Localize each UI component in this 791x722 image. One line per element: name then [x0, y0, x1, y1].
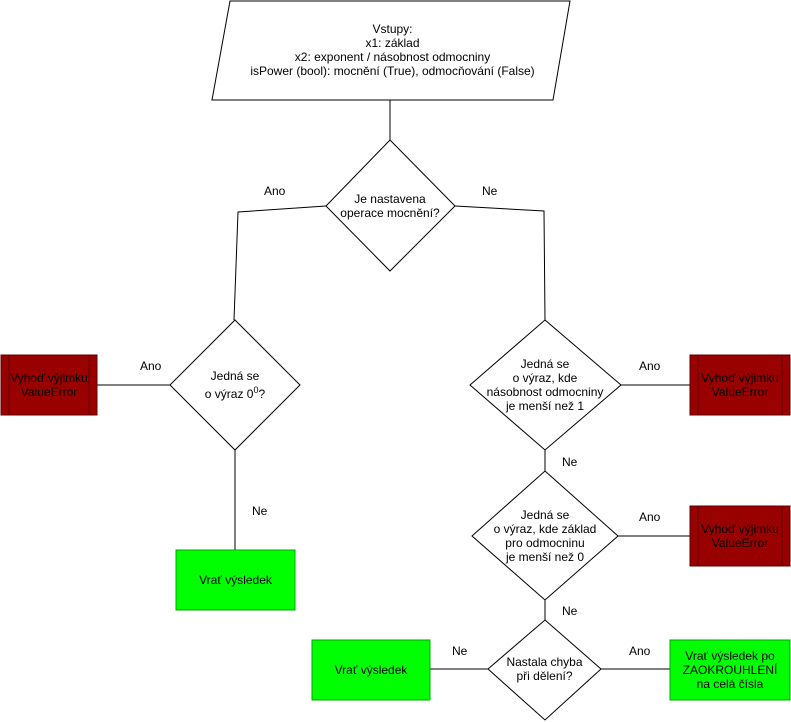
connectors [97, 100, 690, 670]
decision-is-power-diamond [325, 139, 456, 272]
connector-ano-left-branch [233, 205, 327, 321]
input-line-4: isPower (bool): mocnění (True), odmocňov… [250, 64, 535, 78]
error-right-top-text: Vyhoď výjimku ValueError [701, 371, 779, 399]
result-bottom-text: Vrať výsledek [334, 663, 408, 677]
edge-label-ne-root-degree: Ne [562, 455, 578, 469]
edge-label-ano-root-degree: Ano [639, 359, 661, 373]
edge-label-ano-left: Ano [140, 359, 162, 373]
result-box-rounded [669, 639, 791, 701]
decision-root-base-text: Jedná se o výraz, kde základ pro odmocni… [493, 508, 597, 564]
decision-division-diamond [487, 619, 602, 721]
error-box-right-top [689, 354, 791, 416]
decision-division-text: Nastala chyba při dělení? [506, 655, 583, 683]
decision-zero-power-text: Jedná se o výraz 00? [204, 369, 266, 401]
edge-label-ne-top: Ne [482, 184, 498, 198]
edge-label-ano-division: Ano [629, 644, 651, 658]
decision-root-base-diamond [471, 470, 619, 601]
error-box-left [0, 354, 98, 416]
result-left-text: Vrať výsledek [199, 573, 272, 587]
edge-label-ano-root-base: Ano [639, 510, 661, 524]
input-line-1: Vstupy: [372, 22, 413, 36]
edge-label-ne-root-base: Ne [562, 604, 578, 618]
error-right-mid-text: Vyhoď výjimku ValueError [701, 522, 779, 550]
result-box-bottom [311, 639, 431, 701]
decision-is-power-text: Je nastavena operace mocnění? [340, 192, 440, 220]
result-box-left [175, 549, 296, 611]
edge-label-ne-division: Ne [452, 644, 468, 658]
decision-root-degree-text: Jedná se o výraz, kde násobnost odmocnin… [486, 357, 604, 413]
connector-ne-right-branch [454, 205, 546, 321]
edge-label-ne-left: Ne [252, 504, 268, 518]
result-rounded-text: Vrať výsledek po ZAOKROUHLENÍ na celá čí… [682, 649, 778, 691]
edge-label-ano-top: Ano [264, 184, 286, 198]
input-line-3: x2: exponent / násobnost odmocniny [294, 50, 491, 64]
decision-root-degree-diamond [469, 319, 622, 451]
decision-zero-power-diamond [169, 319, 301, 451]
input-line-2: x1: základ [365, 36, 420, 50]
error-left-text: Vyhoď výjimku ValueError [10, 371, 88, 399]
input-text: Vstupy: x1: základ x2: exponent / násobn… [225, 18, 560, 82]
input-parallelogram [211, 0, 571, 101]
error-box-right-mid [689, 505, 791, 567]
